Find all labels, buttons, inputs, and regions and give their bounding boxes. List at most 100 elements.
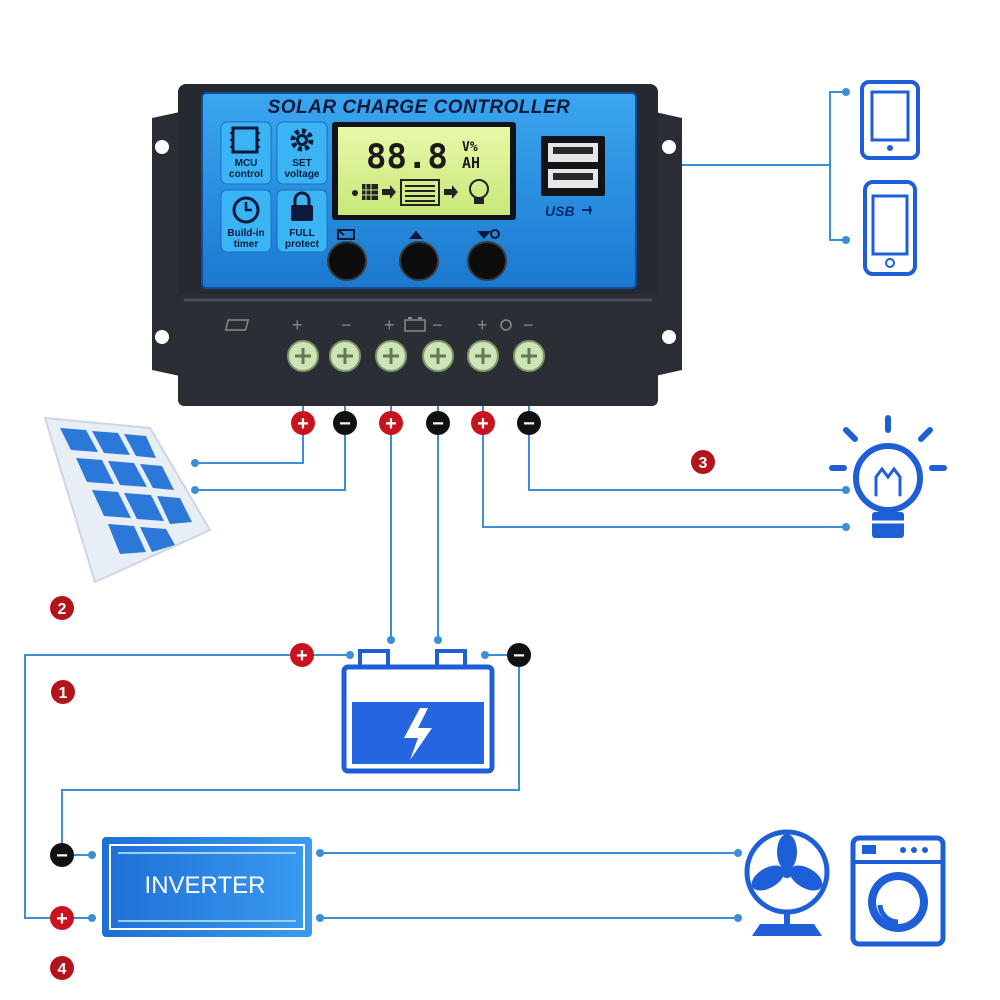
svg-text:+: + <box>297 413 309 435</box>
lcd-units-bottom: AH <box>462 154 480 172</box>
load-plus-sign: + <box>477 315 488 335</box>
menu-icon <box>337 229 355 240</box>
svg-text:−: − <box>513 645 525 667</box>
svg-text:−: − <box>523 413 535 435</box>
solar-negative-badge: − <box>333 411 357 435</box>
terminal-polarity-badges: + − + − + − <box>291 411 541 435</box>
terminal-battery-negative[interactable] <box>422 340 454 372</box>
battery-minus-sign: − <box>432 315 443 335</box>
svg-text:3: 3 <box>699 455 708 472</box>
feature-set-voltage: SET voltage <box>276 121 328 185</box>
lcd-arrow-icon-2 <box>444 185 458 199</box>
battery-icon <box>341 649 495 774</box>
controller-title: SOLAR CHARGE CONTROLLER <box>268 97 571 118</box>
lightning-icon <box>404 708 432 760</box>
usb-symbol-icon <box>582 206 592 214</box>
mount-ear-right <box>655 112 682 376</box>
load-positive-badge: + <box>471 411 495 435</box>
lcd-bulb-icon <box>469 179 489 204</box>
chip-icon <box>230 126 260 154</box>
terminal-solar-negative[interactable] <box>329 340 361 372</box>
feature-mcu-control: MCU control <box>220 121 272 185</box>
solar-panel-icon <box>43 416 212 584</box>
up-button[interactable] <box>399 241 439 281</box>
feature-set-line2: voltage <box>284 169 319 180</box>
menu-button[interactable] <box>327 241 367 281</box>
battery-negative-badge: − <box>426 411 450 435</box>
svg-text:+: + <box>56 908 68 930</box>
solar-charge-controller: SOLAR CHARGE CONTROLLER MCU control SET … <box>152 84 682 406</box>
svg-text:+: + <box>477 413 489 435</box>
svg-text:−: − <box>339 413 351 435</box>
svg-text:+: + <box>296 645 308 667</box>
battery-main-positive-badge: + <box>290 643 314 667</box>
svg-text:2: 2 <box>58 601 67 618</box>
svg-text:1: 1 <box>59 685 68 702</box>
svg-text:−: − <box>432 413 444 435</box>
feature-timer-line1: Build-in <box>227 228 264 239</box>
battery-plus-sign: + <box>384 315 395 335</box>
inverter-positive-badge: + <box>50 906 74 930</box>
step-markers: 1 2 3 4 <box>50 450 715 980</box>
battery-main-negative-badge: − <box>507 643 531 667</box>
usb-output-wire <box>680 91 846 241</box>
terminal-load-positive[interactable] <box>467 340 499 372</box>
screw-terminals <box>287 340 545 372</box>
solar-minus-sign: − <box>341 315 352 335</box>
lcd-digits: 88.8 <box>366 137 448 177</box>
lcd-battery-icon <box>400 179 440 206</box>
solar-terminal-icon <box>224 319 250 331</box>
terminal-solar-positive[interactable] <box>287 340 319 372</box>
feature-full-protect: FULL protect <box>276 189 328 253</box>
marker-1: 1 <box>51 680 75 704</box>
feature-protect-line2: protect <box>285 239 320 250</box>
load-terminal-icon <box>500 319 512 331</box>
feature-set-line1: SET <box>292 158 311 169</box>
feature-timer-line2: timer <box>234 239 259 250</box>
bulb-small-icon <box>490 229 500 239</box>
battery-polarity-badges: + − <box>290 643 531 667</box>
load-minus-sign: − <box>523 315 534 335</box>
lcd-solar-icon <box>352 184 378 200</box>
marker-2: 2 <box>50 596 74 620</box>
feature-mcu-line1: MCU <box>235 158 258 169</box>
gear-icon <box>290 128 314 152</box>
terminal-block <box>178 294 658 406</box>
mount-ear-left <box>152 112 180 376</box>
svg-text:4: 4 <box>58 961 67 978</box>
solar-plus-sign: + <box>292 315 303 335</box>
lcd-arrow-icon <box>382 185 396 199</box>
marker-3: 3 <box>691 450 715 474</box>
inverter-label: INVERTER <box>145 872 266 899</box>
fan-icon <box>744 829 830 936</box>
terminal-battery-positive[interactable] <box>375 340 407 372</box>
terminal-load-negative[interactable] <box>513 340 545 372</box>
solar-positive-badge: + <box>291 411 315 435</box>
marker-4: 4 <box>50 956 74 980</box>
feature-mcu-line2: control <box>229 169 263 180</box>
down-button[interactable] <box>467 241 507 281</box>
feature-protect-line1: FULL <box>289 228 315 239</box>
clock-icon <box>232 196 260 224</box>
feature-build-in-timer: Build-in timer <box>220 189 272 253</box>
terminal-symbols: + − + − + − <box>224 315 534 335</box>
washing-machine-icon <box>850 835 946 947</box>
svg-text:+: + <box>385 413 397 435</box>
usb-label: USB <box>545 203 575 219</box>
inverter-negative-badge: − <box>50 843 74 867</box>
solar-positive-wire <box>195 383 304 464</box>
load-negative-badge: − <box>517 411 541 435</box>
lcd-units-top: V% <box>462 140 478 155</box>
inverter-polarity-badges: − + <box>50 843 74 930</box>
inverter-icon: INVERTER <box>102 837 312 937</box>
tablet-icon <box>860 80 920 160</box>
lock-icon <box>291 191 313 221</box>
smartphone-icon <box>863 180 917 276</box>
lcd-display: 88.8 V% AH <box>332 122 516 220</box>
battery-terminal-icon <box>404 317 426 332</box>
usb-ports: USB <box>541 136 605 219</box>
control-buttons <box>327 229 507 281</box>
svg-text:−: − <box>56 845 68 867</box>
battery-positive-badge: + <box>379 411 403 435</box>
